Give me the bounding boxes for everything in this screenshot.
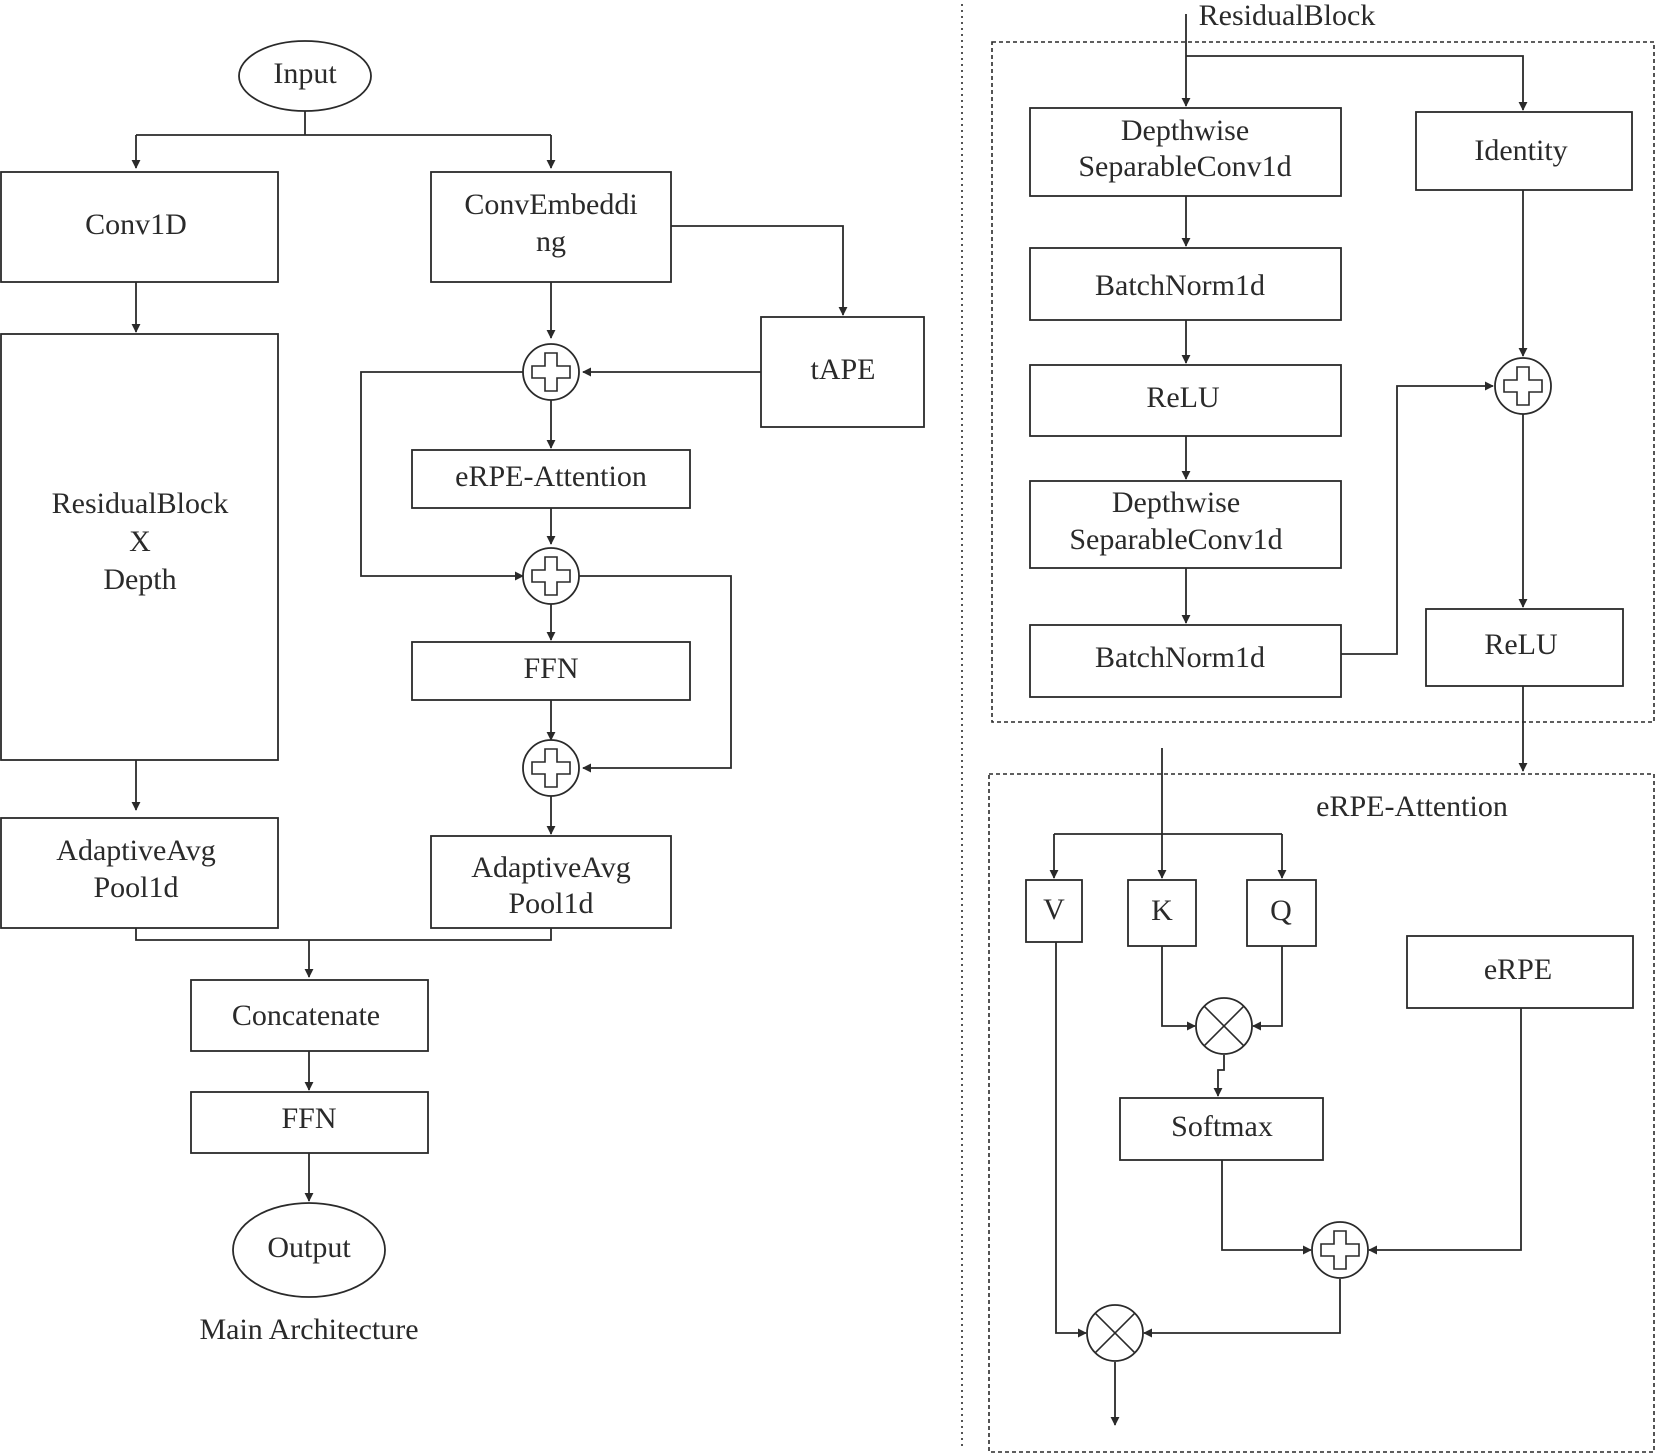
- batchnorm-block-1: BatchNorm1d: [1029, 247, 1342, 321]
- convembedding-label-line2: ng: [536, 225, 566, 258]
- input-node: Input: [238, 40, 372, 112]
- residual-block-frame: [991, 41, 1655, 723]
- erpe-attention-detail: eRPE-Attention V K Q: [988, 748, 1655, 1453]
- ffn-outer-block: FFN: [190, 1091, 429, 1154]
- erpe-attention-title: eRPE-Attention: [1316, 790, 1508, 823]
- dsconv-block-2: Depthwise SeparableConv1d: [1029, 480, 1342, 569]
- residualblock-depth-line2: X: [129, 525, 151, 558]
- add-operator-2: [522, 547, 580, 605]
- main-architecture-caption: Main Architecture: [199, 1313, 418, 1346]
- batchnorm2-label: BatchNorm1d: [1095, 641, 1265, 674]
- output-label: Output: [267, 1231, 351, 1264]
- adaptive-pool-right-block: AdaptiveAvg Pool1d: [430, 835, 672, 929]
- q-block: Q: [1246, 879, 1317, 947]
- matmul-operator-v: [1086, 1304, 1144, 1362]
- k-block: K: [1127, 879, 1197, 947]
- batchnorm1-label: BatchNorm1d: [1095, 269, 1265, 302]
- ffn-outer-label: FFN: [281, 1102, 336, 1135]
- residualblock-depth-line1: ResidualBlock: [52, 487, 229, 520]
- residual-block-detail: ResidualBlock Depthwise SeparableConv1d …: [991, 0, 1655, 772]
- dsconv2-line1: Depthwise: [1112, 486, 1240, 519]
- conv1d-label: Conv1D: [85, 208, 187, 241]
- adaptive-pool-left-line1: AdaptiveAvg: [56, 834, 215, 867]
- erpe-attention-label: eRPE-Attention: [455, 460, 647, 493]
- v-label: V: [1043, 893, 1065, 926]
- concatenate-label: Concatenate: [232, 999, 380, 1032]
- matmul-operator-qk: [1195, 997, 1253, 1055]
- q-label: Q: [1270, 894, 1292, 927]
- erpe-label: eRPE: [1484, 953, 1552, 986]
- add-operator-1: [522, 343, 580, 401]
- adaptive-pool-left-line2: Pool1d: [93, 871, 178, 904]
- tape-block: tAPE: [760, 316, 925, 428]
- identity-block: Identity: [1415, 111, 1633, 191]
- attention-connectors: [1049, 748, 1522, 1426]
- dsconv-block-1: Depthwise SeparableConv1d: [1029, 107, 1342, 197]
- residualblock-depth-block: ResidualBlock X Depth: [0, 333, 279, 761]
- concatenate-block: Concatenate: [190, 979, 429, 1052]
- v-block: V: [1025, 879, 1083, 943]
- main-architecture: Input Conv1D ConvEmbeddi ng tAPE Residua…: [0, 40, 925, 1346]
- erpe-attention-frame: [988, 773, 1655, 1453]
- softmax-label: Softmax: [1171, 1110, 1273, 1143]
- softmax-block: Softmax: [1119, 1097, 1324, 1161]
- convembedding-block: ConvEmbeddi ng: [430, 171, 672, 283]
- tape-label: tAPE: [810, 353, 875, 386]
- add-operator-erpe: [1311, 1221, 1369, 1279]
- relu-block-2: ReLU: [1425, 608, 1624, 687]
- adaptive-pool-right-line2: Pool1d: [508, 887, 593, 920]
- ffn-inner-block: FFN: [411, 641, 691, 701]
- dsconv1-line2: SeparableConv1d: [1078, 150, 1291, 183]
- add-operator-3: [522, 739, 580, 797]
- residual-connectors: [1181, 14, 1528, 772]
- main-connectors: [131, 104, 848, 1202]
- conv1d-block: Conv1D: [0, 171, 279, 283]
- residualblock-depth-line3: Depth: [103, 563, 176, 596]
- k-label: K: [1151, 894, 1173, 927]
- batchnorm-block-2: BatchNorm1d: [1029, 624, 1342, 698]
- output-node: Output: [232, 1202, 386, 1298]
- residual-block-title: ResidualBlock: [1199, 0, 1376, 32]
- dsconv1-line1: Depthwise: [1121, 114, 1249, 147]
- relu2-label: ReLU: [1484, 628, 1558, 661]
- erpe-block: eRPE: [1406, 935, 1634, 1009]
- adaptive-pool-left-block: AdaptiveAvg Pool1d: [0, 817, 279, 929]
- convembedding-label-line1: ConvEmbeddi: [464, 188, 637, 221]
- erpe-attention-block: eRPE-Attention: [411, 449, 691, 509]
- input-label: Input: [273, 57, 337, 90]
- dsconv2-line2: SeparableConv1d: [1069, 523, 1282, 556]
- identity-label: Identity: [1474, 134, 1567, 167]
- relu1-label: ReLU: [1146, 381, 1220, 414]
- ffn-inner-label: FFN: [523, 652, 578, 685]
- relu-block-1: ReLU: [1029, 364, 1342, 437]
- adaptive-pool-right-line1: AdaptiveAvg: [471, 851, 630, 884]
- add-operator-residual: [1494, 357, 1552, 415]
